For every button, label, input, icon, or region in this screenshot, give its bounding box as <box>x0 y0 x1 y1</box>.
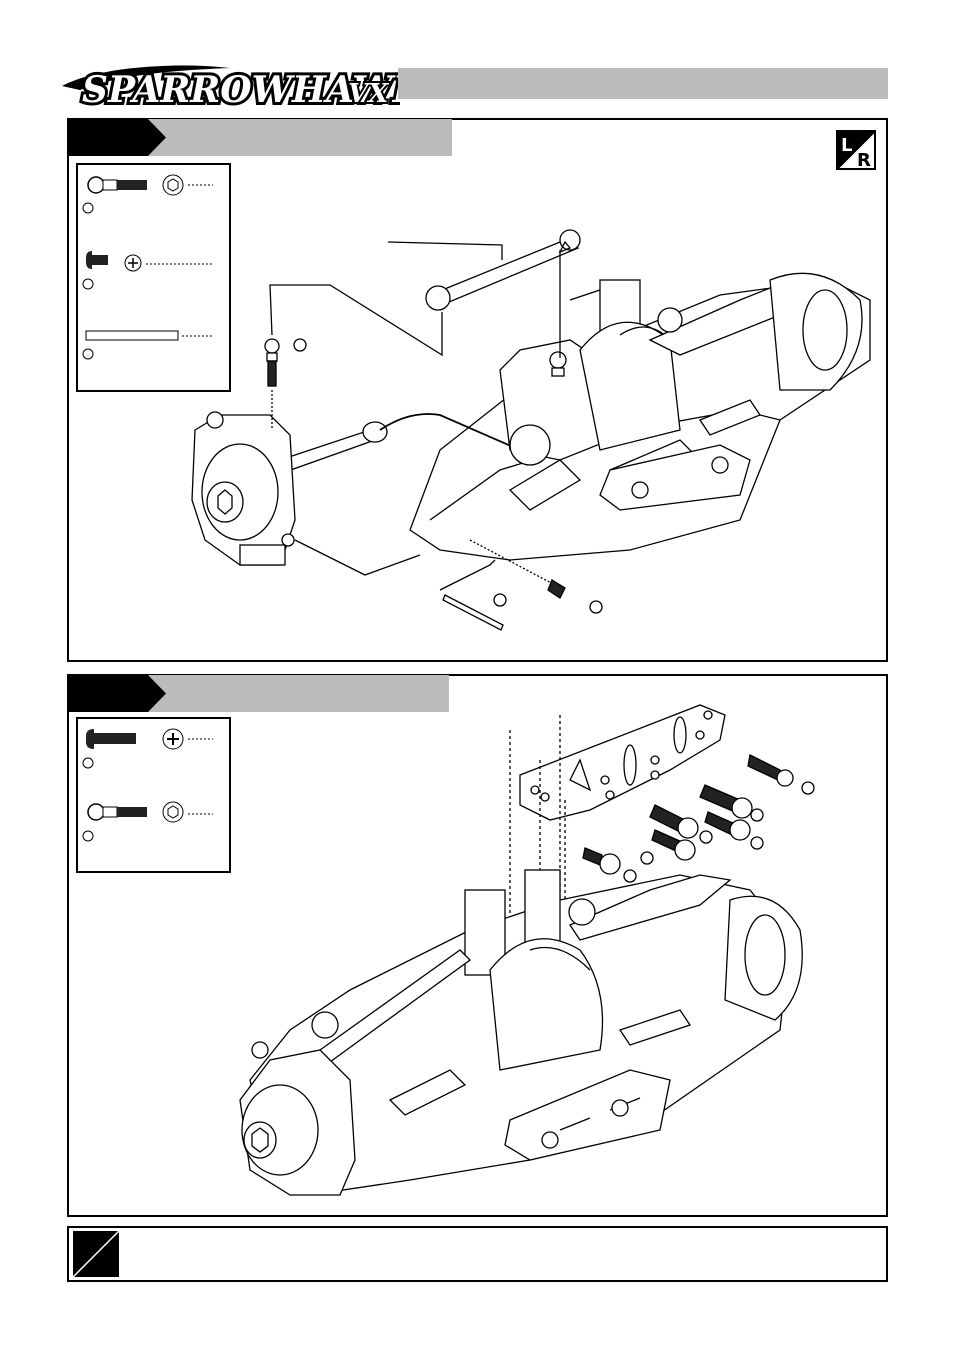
phillips-screw-icon <box>83 729 213 768</box>
step-1-assembly-drawing <box>180 220 880 640</box>
step-2-assembly-drawing <box>230 700 870 1200</box>
step-title-bar-1 <box>68 119 452 156</box>
note-icon <box>73 1231 119 1277</box>
note-box <box>67 1226 888 1282</box>
badge-left-letter: L <box>841 135 852 156</box>
parts-box-2 <box>76 717 231 873</box>
ball-stud-icon-2 <box>83 802 213 841</box>
header-bar <box>398 68 888 99</box>
left-right-badge: L R <box>836 130 876 170</box>
model-text: VX <box>348 79 390 109</box>
badge-right-letter: R <box>857 150 871 170</box>
ball-stud-icon <box>83 175 213 213</box>
